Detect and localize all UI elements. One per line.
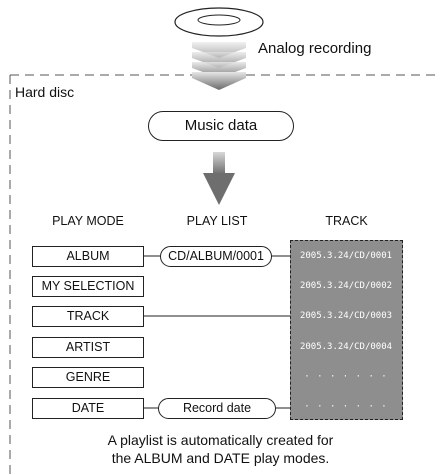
analog-recording-label: Analog recording	[258, 40, 372, 57]
track-item: 2005.3.24/CD/0001	[299, 251, 393, 261]
play-mode-artist: ARTIST	[32, 337, 144, 358]
caption-line-2: the ALBUM and DATE play modes.	[111, 450, 330, 466]
playlist-album-pill: CD/ALBUM/0001	[160, 246, 272, 267]
track-item: 2005.3.24/CD/0003	[299, 311, 393, 321]
track-item: 2005.3.24/CD/0004	[299, 342, 393, 352]
play-list-header: PLAY LIST	[186, 214, 248, 228]
hard-disc-label: Hard disc	[15, 84, 75, 100]
down-arrow-icon	[203, 152, 235, 205]
play-mode-my-selection: MY SELECTION	[32, 276, 144, 297]
play-mode-track: TRACK	[32, 306, 144, 327]
play-mode-date: DATE	[32, 398, 144, 419]
track-header: TRACK	[325, 214, 368, 228]
play-mode-album: ALBUM	[32, 246, 144, 267]
track-item: · · · · · · ·	[304, 402, 388, 412]
play-mode-genre: GENRE	[32, 367, 144, 388]
track-item: 2005.3.24/CD/0002	[299, 281, 393, 291]
playlist-record-date-pill: Record date	[158, 398, 276, 419]
recording-chevrons-icon	[192, 42, 246, 90]
caption-line-1: A playlist is automatically created for	[107, 432, 334, 448]
track-panel: 2005.3.24/CD/0001 2005.3.24/CD/0002 2005…	[290, 240, 403, 420]
track-item: · · · · · · ·	[304, 372, 388, 382]
hard-disc-boundary	[9, 74, 441, 475]
cd-disc-icon	[174, 7, 264, 37]
play-mode-header: PLAY MODE	[52, 214, 124, 228]
connector-lines	[144, 255, 292, 409]
music-data-node: Music data	[148, 111, 294, 141]
